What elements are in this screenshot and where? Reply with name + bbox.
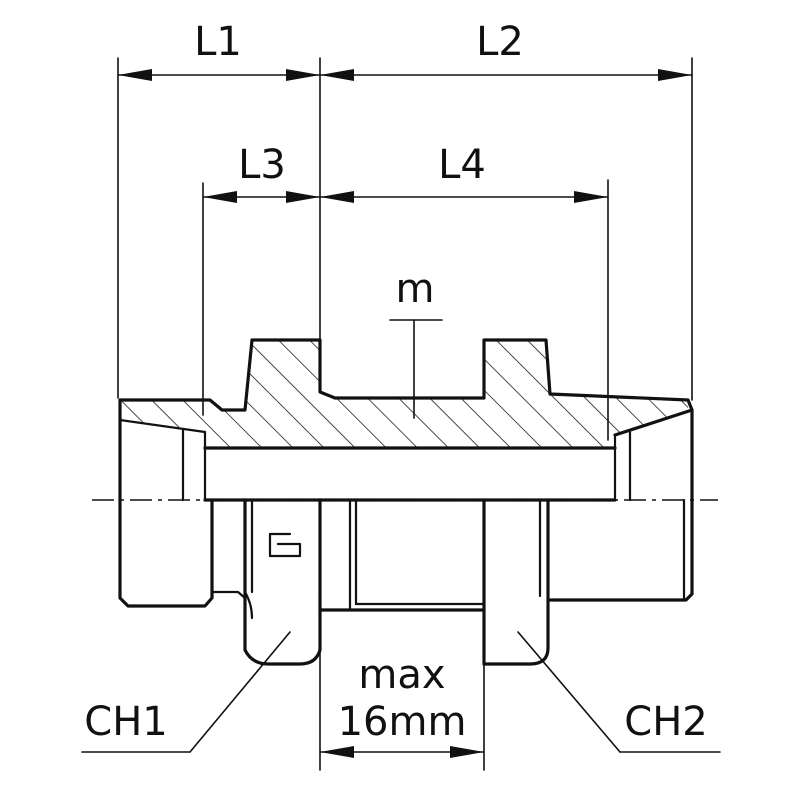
label-m-group: m	[389, 266, 443, 419]
dimension-l3: L3	[202, 142, 321, 203]
section-view	[118, 338, 694, 502]
label-l3: L3	[238, 142, 286, 188]
label-16mm: 16mm	[338, 699, 467, 745]
label-ch1-group: CH1	[81, 631, 291, 753]
label-l1: L1	[194, 19, 242, 65]
label-max: max	[358, 652, 445, 698]
dimension-max-16mm: max 16mm	[319, 652, 485, 758]
label-ch2-group: CH2	[517, 631, 721, 753]
seal-symbol-icon	[268, 532, 302, 558]
label-l4: L4	[438, 142, 486, 188]
external-view	[118, 498, 694, 666]
dimension-l4: L4	[319, 142, 609, 203]
label-ch2: CH2	[624, 699, 707, 745]
label-l2: L2	[476, 19, 524, 65]
dimension-l2: L2	[319, 19, 693, 81]
label-m: m	[396, 266, 435, 312]
label-ch1: CH1	[84, 699, 167, 745]
dimension-l1: L1	[117, 19, 321, 81]
